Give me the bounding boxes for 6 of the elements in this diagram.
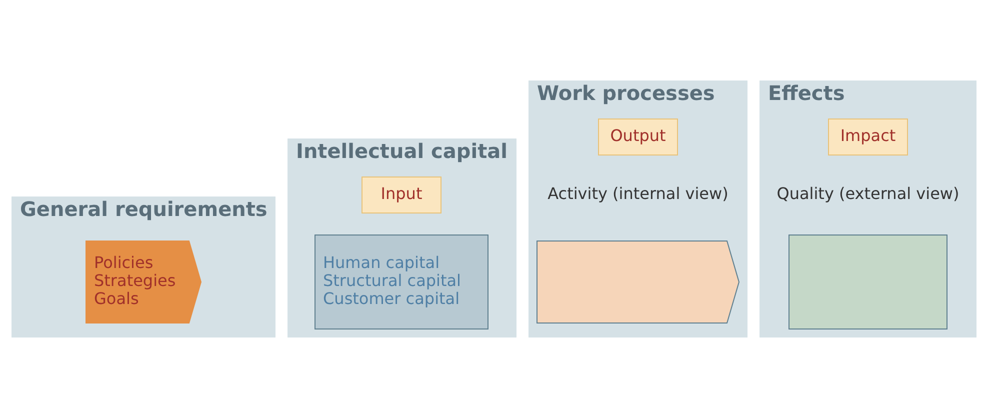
node-box: Impact — [828, 118, 908, 155]
node-chevron — [536, 240, 740, 323]
node-box — [788, 234, 948, 329]
node-box: Human capital Structural capital Customer capital — [314, 234, 488, 329]
node-box: Output — [598, 118, 678, 155]
node-box: Input — [362, 176, 442, 213]
